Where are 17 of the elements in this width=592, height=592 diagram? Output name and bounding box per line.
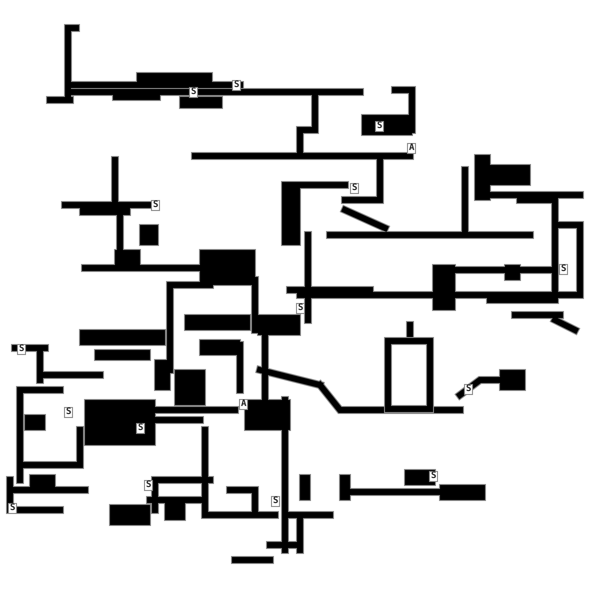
map-tile-letter: S xyxy=(136,423,146,434)
map-tile-letter: A xyxy=(407,143,416,154)
map-tile-letter: S xyxy=(8,503,18,514)
map-tile-letter: S xyxy=(559,264,568,275)
map-tile-letter: S xyxy=(429,471,438,482)
map-tile-letter: S xyxy=(64,407,74,418)
map-tile-letter: S xyxy=(151,200,160,211)
map-tile-letter: S xyxy=(189,87,198,98)
map-tile-letter: S xyxy=(144,480,154,491)
map-tile-letter: S xyxy=(17,344,26,355)
map-tile-letter: S xyxy=(271,496,280,507)
map-tile-letter: S xyxy=(232,80,242,91)
map-tile-letter: S xyxy=(296,303,306,314)
map-tile-letter: S xyxy=(375,121,384,132)
map-tile-letter: S xyxy=(350,183,360,194)
map-tile-letter: S xyxy=(464,384,474,395)
map-tile-letter: A xyxy=(239,399,248,410)
